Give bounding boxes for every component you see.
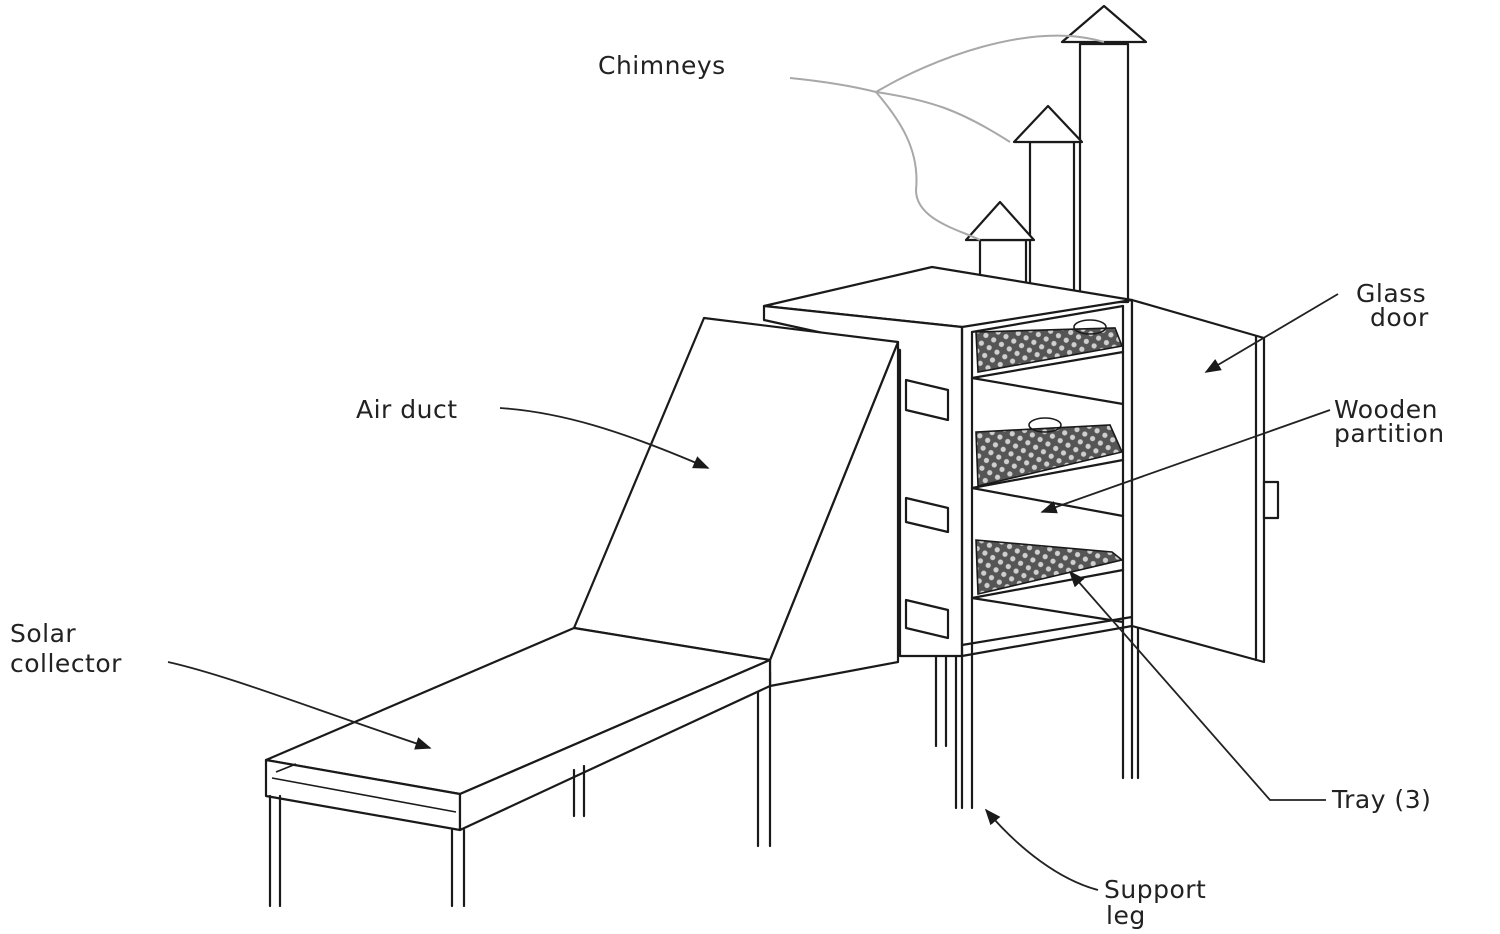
leader-tray: [1068, 570, 1326, 801]
label-wooden-partition-line2: partition: [1334, 419, 1445, 448]
tray-2: [975, 424, 1124, 488]
chimneys-leaders: [789, 34, 1105, 241]
label-glass-door-line1: Glass: [1356, 279, 1426, 308]
label-solar-collector-line2: collector: [10, 649, 122, 678]
leader-support-leg: [984, 808, 1099, 891]
leader-glass-door: [1204, 293, 1339, 373]
chimney-medium: [1012, 104, 1084, 304]
leader-wooden-partition: [1040, 409, 1331, 514]
air-duct: [572, 316, 900, 848]
chimney-tall: [1060, 4, 1148, 304]
solar-collector: [264, 626, 772, 908]
leader-solar-collector: [167, 661, 432, 750]
tray-1: [975, 327, 1124, 373]
label-support-leg-line1: Support: [1104, 875, 1206, 904]
label-chimneys: Chimneys: [598, 51, 726, 80]
glass-door: [1130, 298, 1280, 664]
drying-cabinet: [762, 265, 1140, 810]
label-wooden-partition-line1: Wooden: [1334, 395, 1438, 424]
label-air-duct: Air duct: [356, 395, 458, 424]
leader-air-duct: [499, 407, 710, 469]
label-tray: Tray (3): [1331, 785, 1431, 814]
label-support-leg-line2: leg: [1106, 901, 1146, 930]
label-solar-collector-line1: Solar: [10, 619, 76, 648]
tray-3: [975, 539, 1124, 596]
label-glass-door-line2: door: [1370, 303, 1429, 332]
